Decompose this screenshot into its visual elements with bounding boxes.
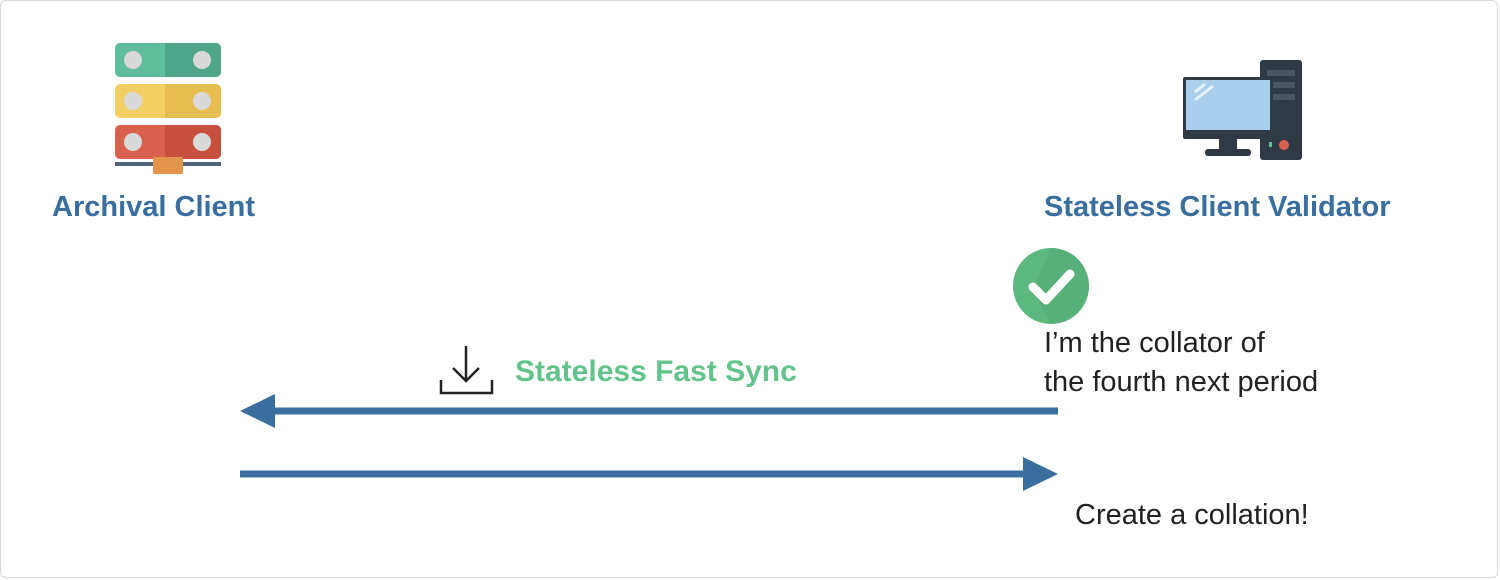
check-circle-icon (1013, 248, 1089, 324)
download-icon (439, 346, 494, 395)
collator-status-line-2: the fourth next period (1044, 366, 1319, 398)
create-collation-label: Create a collation! (1075, 499, 1309, 531)
stateless-fast-sync-label: Stateless Fast Sync (515, 355, 797, 388)
stateless-client-validator-label: Stateless Client Validator (1044, 191, 1391, 223)
server-icon (115, 43, 221, 174)
desktop-computer-icon (1183, 60, 1302, 160)
archival-client-label: Archival Client (52, 191, 256, 223)
collator-status-line-1: I’m the collator of (1044, 327, 1265, 359)
